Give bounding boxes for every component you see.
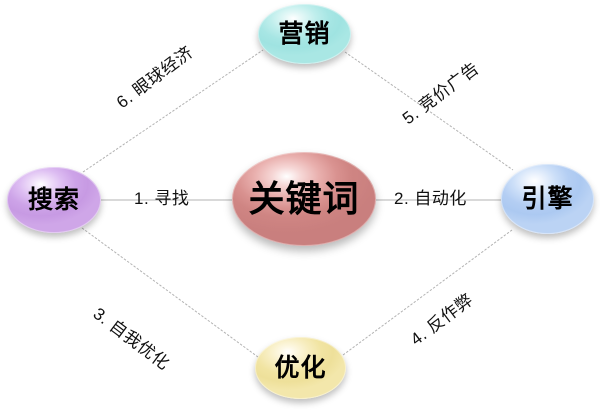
node-keyword[interactable]: 关键词 (232, 152, 376, 246)
edge-line-4 (342, 229, 513, 356)
edge-line-5 (344, 51, 514, 171)
node-marketing-label: 营销 (278, 19, 331, 48)
node-optimization-label: 优化 (274, 353, 327, 382)
node-search-label: 搜索 (27, 185, 80, 214)
node-engine[interactable]: 引擎 (501, 164, 594, 234)
edge-line-3 (81, 227, 259, 358)
edge-label-keyword-to-engine: 2. 自动化 (394, 189, 467, 208)
edge-label-search-to-keyword: 1. 寻找 (134, 189, 190, 208)
node-keyword-label: 关键词 (248, 178, 360, 219)
node-optimization[interactable]: 优化 (255, 337, 346, 399)
node-engine-label: 引擎 (521, 184, 574, 213)
edge-line-6 (82, 49, 264, 173)
node-search[interactable]: 搜索 (7, 167, 101, 233)
node-marketing[interactable]: 营销 (258, 4, 351, 64)
